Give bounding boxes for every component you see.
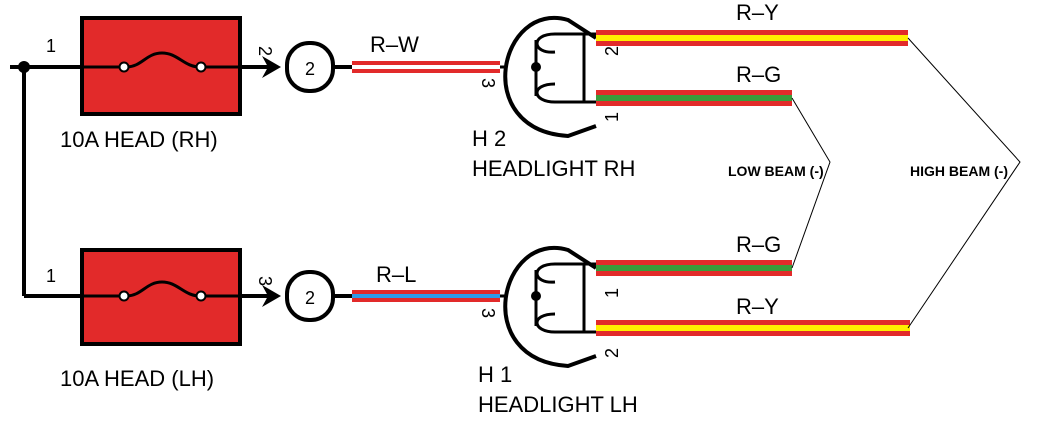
wire-rh-low-label: R–G	[736, 62, 781, 87]
headlight-rh-name: HEADLIGHT RH	[472, 156, 635, 181]
low-beam-leader	[791, 97, 831, 269]
lh-fuse-output-lead	[240, 285, 281, 307]
fuse-rh	[80, 16, 242, 116]
wire-lh-low	[596, 260, 792, 276]
fuse-rh-pin-out: 2	[255, 46, 275, 56]
fuse-lh-label: 10A HEAD (LH)	[60, 366, 214, 391]
fuse-rh-pin-in: 1	[46, 36, 56, 56]
fuse-lh	[80, 248, 242, 346]
headlight-rh-pin-high: 2	[602, 46, 622, 56]
wire-rh-feed	[352, 61, 500, 73]
headlight-rh-pin-low: 1	[602, 112, 622, 122]
bus-junction-dot	[18, 61, 30, 73]
headlight-rh-common-dot	[531, 62, 541, 72]
high-beam-leader	[907, 37, 1021, 329]
headlight-rh-pin-feed: 3	[478, 78, 498, 88]
headlight-lh-pin-feed: 3	[478, 308, 498, 318]
fuse-rh-element	[125, 51, 201, 69]
headlight-lh-id: H 1	[478, 362, 512, 387]
headlight-lh-bulb	[503, 246, 598, 369]
supply-bus	[10, 65, 82, 298]
headlight-rh-bulb	[503, 16, 598, 139]
wire-lh-feed-label: R–L	[376, 262, 416, 287]
headlight-rh-id: H 2	[472, 126, 506, 151]
headlight-lh-common-dot	[531, 291, 541, 301]
rh-fuse-output-lead	[240, 56, 281, 78]
wire-rh-high	[596, 30, 908, 46]
wire-rh-low	[596, 90, 792, 106]
wire-lh-high-label: R–Y	[736, 294, 779, 319]
wire-lh-feed	[352, 290, 500, 302]
wire-rh-feed-label: R–W	[370, 32, 419, 57]
fuse-lh-element	[125, 280, 201, 298]
fuse-lh-pin-out: 3	[255, 276, 275, 286]
wire-lh-low-label: R–G	[736, 232, 781, 257]
headlight-lh-name: HEADLIGHT LH	[478, 392, 638, 417]
low-beam-ground-label: LOW BEAM (-)	[728, 163, 824, 179]
headlight-lh-pin-high: 2	[602, 348, 622, 358]
headlight-lh-pin-low: 1	[602, 288, 622, 298]
high-beam-ground-label: HIGH BEAM (-)	[910, 163, 1008, 179]
wire-rh-high-label: R–Y	[736, 0, 779, 25]
fuse-lh-pin-in: 1	[46, 266, 56, 286]
fuse-rh-label: 10A HEAD (RH)	[60, 127, 218, 152]
connector-rh-pin: 2	[305, 59, 315, 79]
wire-lh-high	[596, 320, 910, 336]
ground-leaders	[791, 37, 1021, 329]
connector-lh-pin: 2	[305, 288, 315, 308]
